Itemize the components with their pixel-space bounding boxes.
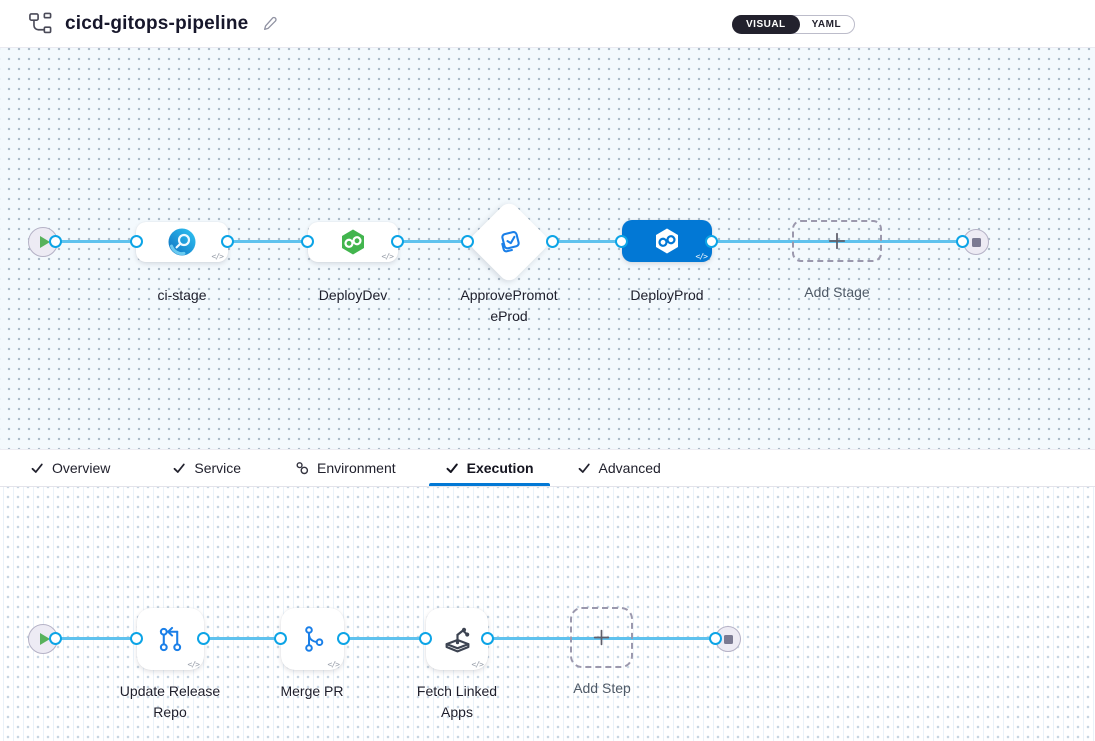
page-title: cicd-gitops-pipeline — [65, 12, 249, 34]
check-icon — [30, 461, 44, 475]
stage-label: DeployDev — [318, 287, 388, 303]
cd-hexagon-icon — [339, 228, 367, 256]
connector-port[interactable] — [301, 235, 314, 248]
tab-advanced[interactable]: Advanced — [577, 450, 661, 486]
tab-label: Environment — [317, 460, 396, 476]
tab-label: Execution — [466, 460, 534, 476]
check-icon — [577, 461, 591, 475]
check-icon — [445, 461, 459, 475]
play-icon — [39, 236, 50, 248]
add-step-label: Add Step — [573, 680, 631, 696]
execution-canvas[interactable]: Update Release Repo Merge PR Fetch Linke… — [0, 487, 1095, 741]
connector-port[interactable] — [197, 632, 210, 645]
tab-label: Advanced — [598, 460, 661, 476]
step-label: Merge PR — [280, 683, 344, 699]
ci-circle-icon — [167, 227, 197, 257]
connector-port[interactable] — [705, 235, 718, 248]
step-label: Update Release Repo — [119, 683, 221, 720]
environment-icon — [295, 461, 309, 475]
fetch-linked-apps-icon — [442, 624, 473, 655]
code-icon — [472, 660, 483, 669]
code-icon — [696, 252, 707, 261]
connector-port[interactable] — [481, 632, 494, 645]
connector-port[interactable] — [546, 235, 559, 248]
pipeline-end-node — [963, 229, 989, 255]
connector-line — [43, 637, 728, 640]
connector-port[interactable] — [274, 632, 287, 645]
tab-execution[interactable]: Execution — [428, 450, 550, 486]
add-step-button[interactable] — [570, 607, 633, 668]
add-stage-label: Add Stage — [804, 284, 870, 300]
connector-port[interactable] — [461, 235, 474, 248]
merge-pr-icon — [298, 624, 328, 654]
toggle-visual-button[interactable]: VISUAL — [732, 15, 800, 34]
connector-port[interactable] — [956, 235, 969, 248]
stop-icon — [971, 237, 981, 247]
stage-config-tabbar: Overview Service Environment Execution — [0, 449, 1095, 487]
play-icon — [39, 633, 50, 645]
connector-port[interactable] — [615, 235, 628, 248]
connector-port[interactable] — [130, 632, 143, 645]
stage-node-ci-stage[interactable] — [136, 222, 228, 262]
tab-label: Overview — [52, 460, 111, 476]
stage-node-deployprod[interactable] — [622, 220, 712, 262]
connector-port[interactable] — [337, 632, 350, 645]
pipeline-graph-icon — [28, 11, 53, 36]
approval-check-icon — [496, 229, 523, 256]
connector-port[interactable] — [49, 632, 62, 645]
stop-icon — [723, 634, 733, 644]
stage-label: ci-stage — [157, 287, 207, 303]
code-icon — [212, 252, 223, 261]
pipeline-start-node — [28, 227, 58, 257]
step-node-fetch-linked-apps[interactable] — [426, 608, 488, 670]
stage-label: DeployProd — [630, 287, 704, 303]
add-stage-button[interactable] — [792, 220, 882, 262]
code-icon — [328, 660, 339, 669]
step-node-merge-pr[interactable] — [281, 608, 344, 670]
plus-icon — [592, 628, 611, 647]
tab-label: Service — [194, 460, 242, 476]
header: cicd-gitops-pipeline VISUAL YAML — [0, 0, 1095, 48]
check-icon — [172, 461, 186, 475]
tab-service[interactable]: Service — [172, 450, 241, 486]
connector-port[interactable] — [49, 235, 62, 248]
tab-overview[interactable]: Overview — [30, 450, 110, 486]
update-repo-icon — [155, 624, 186, 655]
plus-icon — [827, 231, 847, 251]
toggle-yaml-button[interactable]: YAML — [811, 19, 842, 30]
edit-pencil-icon[interactable] — [262, 15, 279, 32]
visual-yaml-toggle: VISUAL YAML — [732, 15, 856, 34]
code-icon — [188, 660, 199, 669]
connector-port[interactable] — [419, 632, 432, 645]
connector-port[interactable] — [709, 632, 722, 645]
step-label: Fetch Linked Apps — [416, 683, 498, 720]
stage-label: ApprovePromoteProd — [460, 287, 558, 324]
stage-canvas[interactable]: ci-stage DeployDev ApprovePromoteProd De… — [0, 48, 1095, 449]
connector-port[interactable] — [391, 235, 404, 248]
cd-hexagon-icon — [653, 227, 681, 255]
code-icon — [382, 252, 393, 261]
stage-node-approvepromoteprod[interactable] — [466, 199, 552, 285]
step-node-update-release-repo[interactable] — [137, 608, 204, 670]
connector-port[interactable] — [221, 235, 234, 248]
connector-port[interactable] — [130, 235, 143, 248]
tab-environment[interactable]: Environment — [295, 450, 396, 486]
stage-node-deploydev[interactable] — [308, 222, 398, 262]
